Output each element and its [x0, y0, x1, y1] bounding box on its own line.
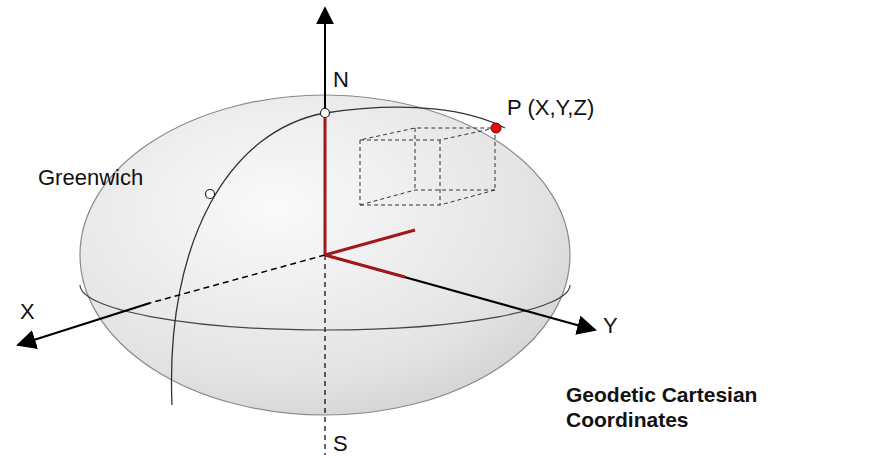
point-label: P (X,Y,Z): [507, 96, 594, 120]
vector-components: [325, 115, 415, 277]
point-p: [491, 123, 501, 133]
z-axis: [324, 8, 326, 255]
greenwich-meridian: [171, 113, 325, 405]
greenwich-point: [206, 190, 215, 199]
meridian: [325, 107, 505, 128]
caption: Geodetic Cartesian Coordinates: [566, 382, 816, 432]
north-pole-point: [321, 109, 330, 118]
y-axis: [325, 255, 595, 330]
x-axis-label: X: [20, 300, 35, 324]
y-axis-label: Y: [603, 314, 618, 338]
x-axis: [18, 303, 150, 345]
north-label: N: [333, 68, 349, 92]
greenwich-label: Greenwich: [38, 166, 143, 190]
z-axis-lower: [324, 255, 325, 455]
south-label: S: [333, 432, 348, 456]
x-axis-inner: [150, 255, 325, 303]
coordinate-box: [360, 128, 495, 205]
